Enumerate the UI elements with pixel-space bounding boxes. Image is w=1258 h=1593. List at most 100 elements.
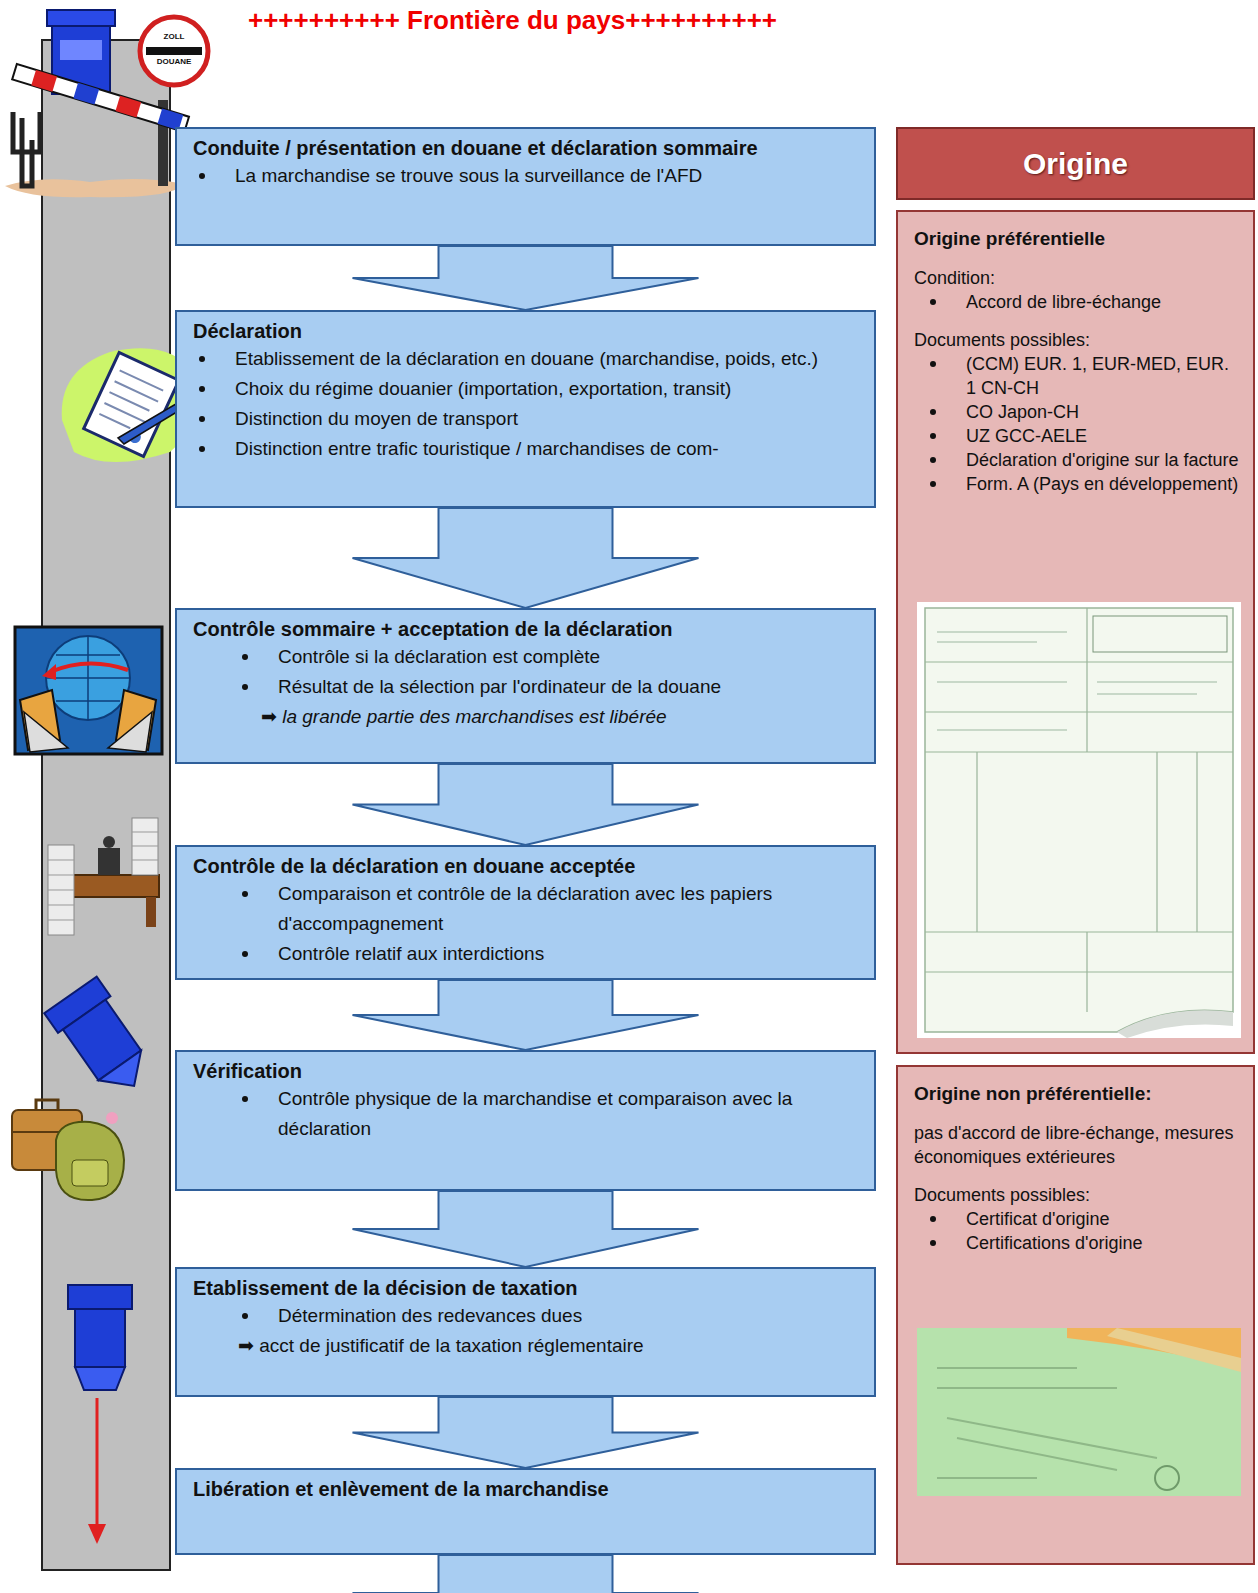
panel-heading: Origine non préférentielle: (914, 1081, 1243, 1107)
box-heading: Contrôle de la déclaration en douane acc… (193, 853, 862, 879)
flow-arrow (353, 246, 699, 310)
customs-booth (47, 10, 115, 26)
result-note: ➡ acct de justificatif de la taxation ré… (238, 1331, 862, 1361)
desk-icon (103, 836, 115, 848)
panel-heading: Origine préférentielle (914, 226, 1243, 252)
form-image (1117, 1010, 1233, 1038)
desk-icon (48, 845, 74, 935)
barrier-arm (31, 70, 57, 92)
document-icon (84, 353, 179, 457)
process-box: VérificationContrôle physique de la marc… (175, 1050, 876, 1191)
barrier-arm (115, 96, 141, 118)
certificate-image (917, 1328, 1241, 1496)
box-icon (68, 1285, 132, 1309)
customs-booth (60, 40, 102, 60)
sign-text: DOUANE (146, 57, 202, 67)
flow-arrow (353, 980, 699, 1050)
certificate-image (1107, 1328, 1241, 1372)
bullet-text: Détermination des redevances dues (278, 1301, 862, 1331)
desk-icon (132, 818, 158, 875)
luggage-icon (106, 1112, 118, 1124)
box-heading: Conduite / présentation en douane et déc… (193, 135, 862, 161)
computer-icon (50, 663, 128, 672)
computer-icon (42, 664, 56, 680)
customs-sign (140, 17, 208, 85)
bullet-text: Contrôle physique de la marchandise et c… (278, 1084, 862, 1144)
bullet-text: Choix du régime douanier (importation, e… (235, 374, 862, 404)
flow-arrow (353, 508, 699, 608)
process-box: Conduite / présentation en douane et déc… (175, 127, 876, 246)
box-heading: Libération et enlèvement de la marchandi… (193, 1476, 862, 1502)
bullet-text: (CCM) EUR. 1, EUR-MED, EUR. 1 CN-CH (966, 352, 1243, 400)
process-box: DéclarationEtablissement de la déclarati… (175, 310, 876, 508)
bullet-text: Form. A (Pays en développement) (966, 472, 1243, 496)
luggage-icon (36, 1100, 58, 1110)
box-icon (75, 1367, 125, 1390)
form-image (925, 608, 1233, 1032)
road-band (42, 40, 170, 1570)
box-icon (75, 1309, 125, 1367)
panel-text: Documents possibles: (914, 1183, 1243, 1207)
bullet-text: Certificat d'origine (966, 1207, 1243, 1231)
header-box: Origine (896, 127, 1255, 200)
flow-arrow (353, 1397, 699, 1468)
info-panel: Origine préférentielleCondition:Accord d… (896, 210, 1255, 1054)
panel-text: pas d'accord de libre-échange, mesures é… (914, 1121, 1243, 1169)
form-image (937, 632, 1217, 730)
computer-icon (15, 627, 162, 754)
computer-icon (24, 712, 68, 752)
result-note: ➡ la grande partie des marchandises est … (261, 702, 862, 732)
box-icon (98, 1050, 155, 1100)
customs-sign (146, 47, 202, 55)
bullet-text: Etablissement de la déclaration en douan… (235, 344, 862, 374)
desk-icon (132, 832, 158, 860)
bullet-text: Comparaison et contrôle de la déclaratio… (278, 879, 862, 939)
computer-icon (46, 636, 130, 720)
certificate-image (1155, 1466, 1179, 1490)
customs-sign (140, 17, 208, 85)
bullet-text: La marchandise se trouve sous la surveil… (235, 161, 862, 191)
panel-title: Origine (1023, 147, 1128, 181)
desk-icon (146, 897, 156, 927)
form-image (1093, 616, 1227, 652)
computer-icon (15, 627, 162, 754)
bullet-text: Contrôle si la déclaration est complète (278, 642, 862, 672)
flow-arrow-continues (353, 1555, 699, 1593)
bullet-text: UZ GCC-AELE (966, 424, 1243, 448)
process-box: Etablissement de la décision de taxation… (175, 1267, 876, 1397)
computer-icon (46, 636, 130, 720)
box-icon (44, 977, 160, 1105)
bullet-text: Accord de libre-échange (966, 290, 1243, 314)
process-box: Contrôle de la déclaration en douane acc… (175, 845, 876, 980)
flow-arrow (353, 764, 699, 845)
sign-text: ZOLL (146, 32, 202, 42)
desk-icon (48, 860, 74, 920)
desk-icon (48, 818, 159, 935)
road-band (42, 40, 170, 1570)
form-image (917, 602, 1241, 1038)
certificate-image (937, 1368, 1157, 1478)
box-heading: Etablissement de la décision de taxation (193, 1275, 862, 1301)
bullet-text: Déclaration d'origine sur la facture (966, 448, 1243, 472)
luggage-icon (56, 1122, 124, 1200)
panel-text: Condition: (914, 266, 1243, 290)
luggage-icon (72, 1160, 108, 1186)
panel-text: Documents possibles: (914, 328, 1243, 352)
process-box: Libération et enlèvement de la marchandi… (175, 1468, 876, 1555)
computer-icon (108, 712, 152, 752)
direction-arrow (88, 1524, 106, 1544)
desk-icon (98, 848, 120, 875)
document-icon (84, 353, 179, 457)
box-heading: Déclaration (193, 318, 862, 344)
bullet-text: CO Japon-CH (966, 400, 1243, 424)
form-image (917, 602, 1241, 1038)
page-title: ++++++++++ Frontière du pays++++++++++ (248, 5, 777, 36)
box-icon (68, 1285, 132, 1390)
process-box: Contrôle sommaire + acceptation de la dé… (175, 608, 876, 764)
bullet-text: Certifications d'origine (966, 1231, 1243, 1255)
direction-arrow (96, 1398, 99, 1528)
direction-arrow (88, 1398, 106, 1544)
bullet-text: Contrôle relatif aux interdictions (278, 939, 862, 969)
luggage-icon (12, 1100, 124, 1200)
